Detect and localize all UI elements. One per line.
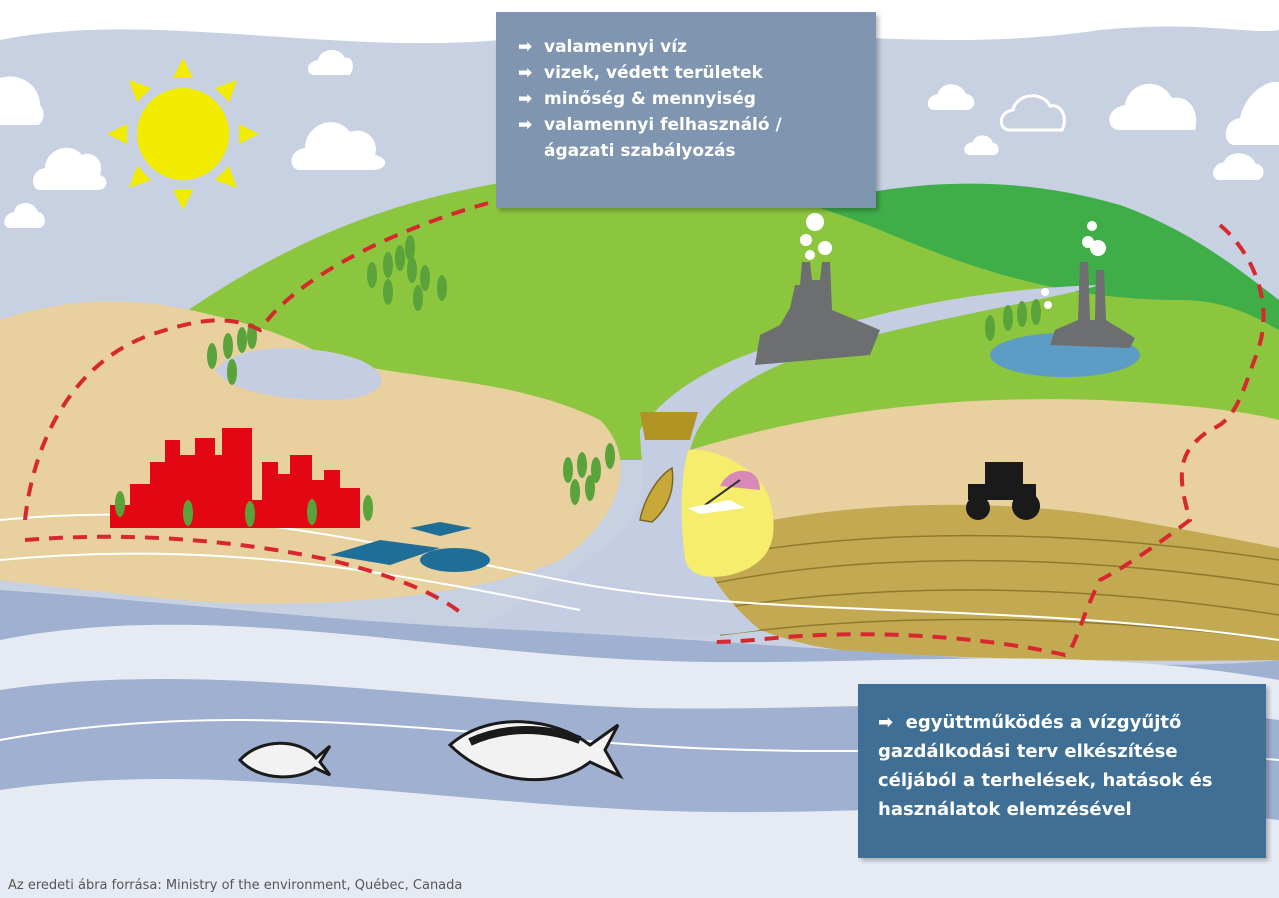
- tractor-icon: [966, 462, 1040, 520]
- city-icon: [110, 428, 360, 528]
- arrow-icon: ➡: [518, 115, 533, 135]
- top-info-item: ➡minőség & mennyiség: [518, 86, 866, 112]
- arrow-icon: ➡: [518, 63, 533, 83]
- top-info-item-continued: ágazati szabályozás: [544, 141, 736, 161]
- farm-field: [690, 504, 1279, 661]
- lake: [215, 348, 382, 400]
- bridge: [640, 412, 698, 440]
- factory-icon: [755, 213, 880, 365]
- arrow-icon: ➡: [518, 89, 533, 109]
- boat-icon: [639, 466, 674, 523]
- fish-icon: [237, 720, 624, 782]
- watershed-boundary: [23, 198, 1266, 658]
- bottom-info-box: ➡ együttműködés a vízgyűjtő gazdálkodási…: [858, 684, 1266, 858]
- arrow-icon: ➡: [878, 712, 894, 733]
- sun-icon: [107, 58, 259, 210]
- top-info-item: ➡valamennyi felhasználó /: [518, 112, 866, 138]
- water-treatment-ponds: [330, 522, 490, 572]
- bottom-info-text: ➡ együttműködés a vízgyűjtő gazdálkodási…: [878, 712, 1213, 820]
- top-info-box: ➡valamennyi víz ➡vizek, védett területek…: [496, 12, 876, 208]
- cloud-icon: [0, 49, 1279, 228]
- factory-pond-icon: [990, 221, 1140, 377]
- top-info-list: ➡valamennyi víz ➡vizek, védett területek…: [496, 12, 876, 164]
- umbrella-icon: [688, 470, 760, 514]
- cloud-outline-icon: [999, 94, 1066, 132]
- tree-icon: [115, 235, 1041, 527]
- river: [480, 285, 1100, 638]
- top-info-item: ➡vizek, védett területek: [518, 60, 866, 86]
- source-caption: Az eredeti ábra forrása: Ministry of the…: [8, 878, 463, 893]
- arrow-icon: ➡: [518, 37, 533, 57]
- top-info-item: ➡valamennyi víz: [518, 34, 866, 60]
